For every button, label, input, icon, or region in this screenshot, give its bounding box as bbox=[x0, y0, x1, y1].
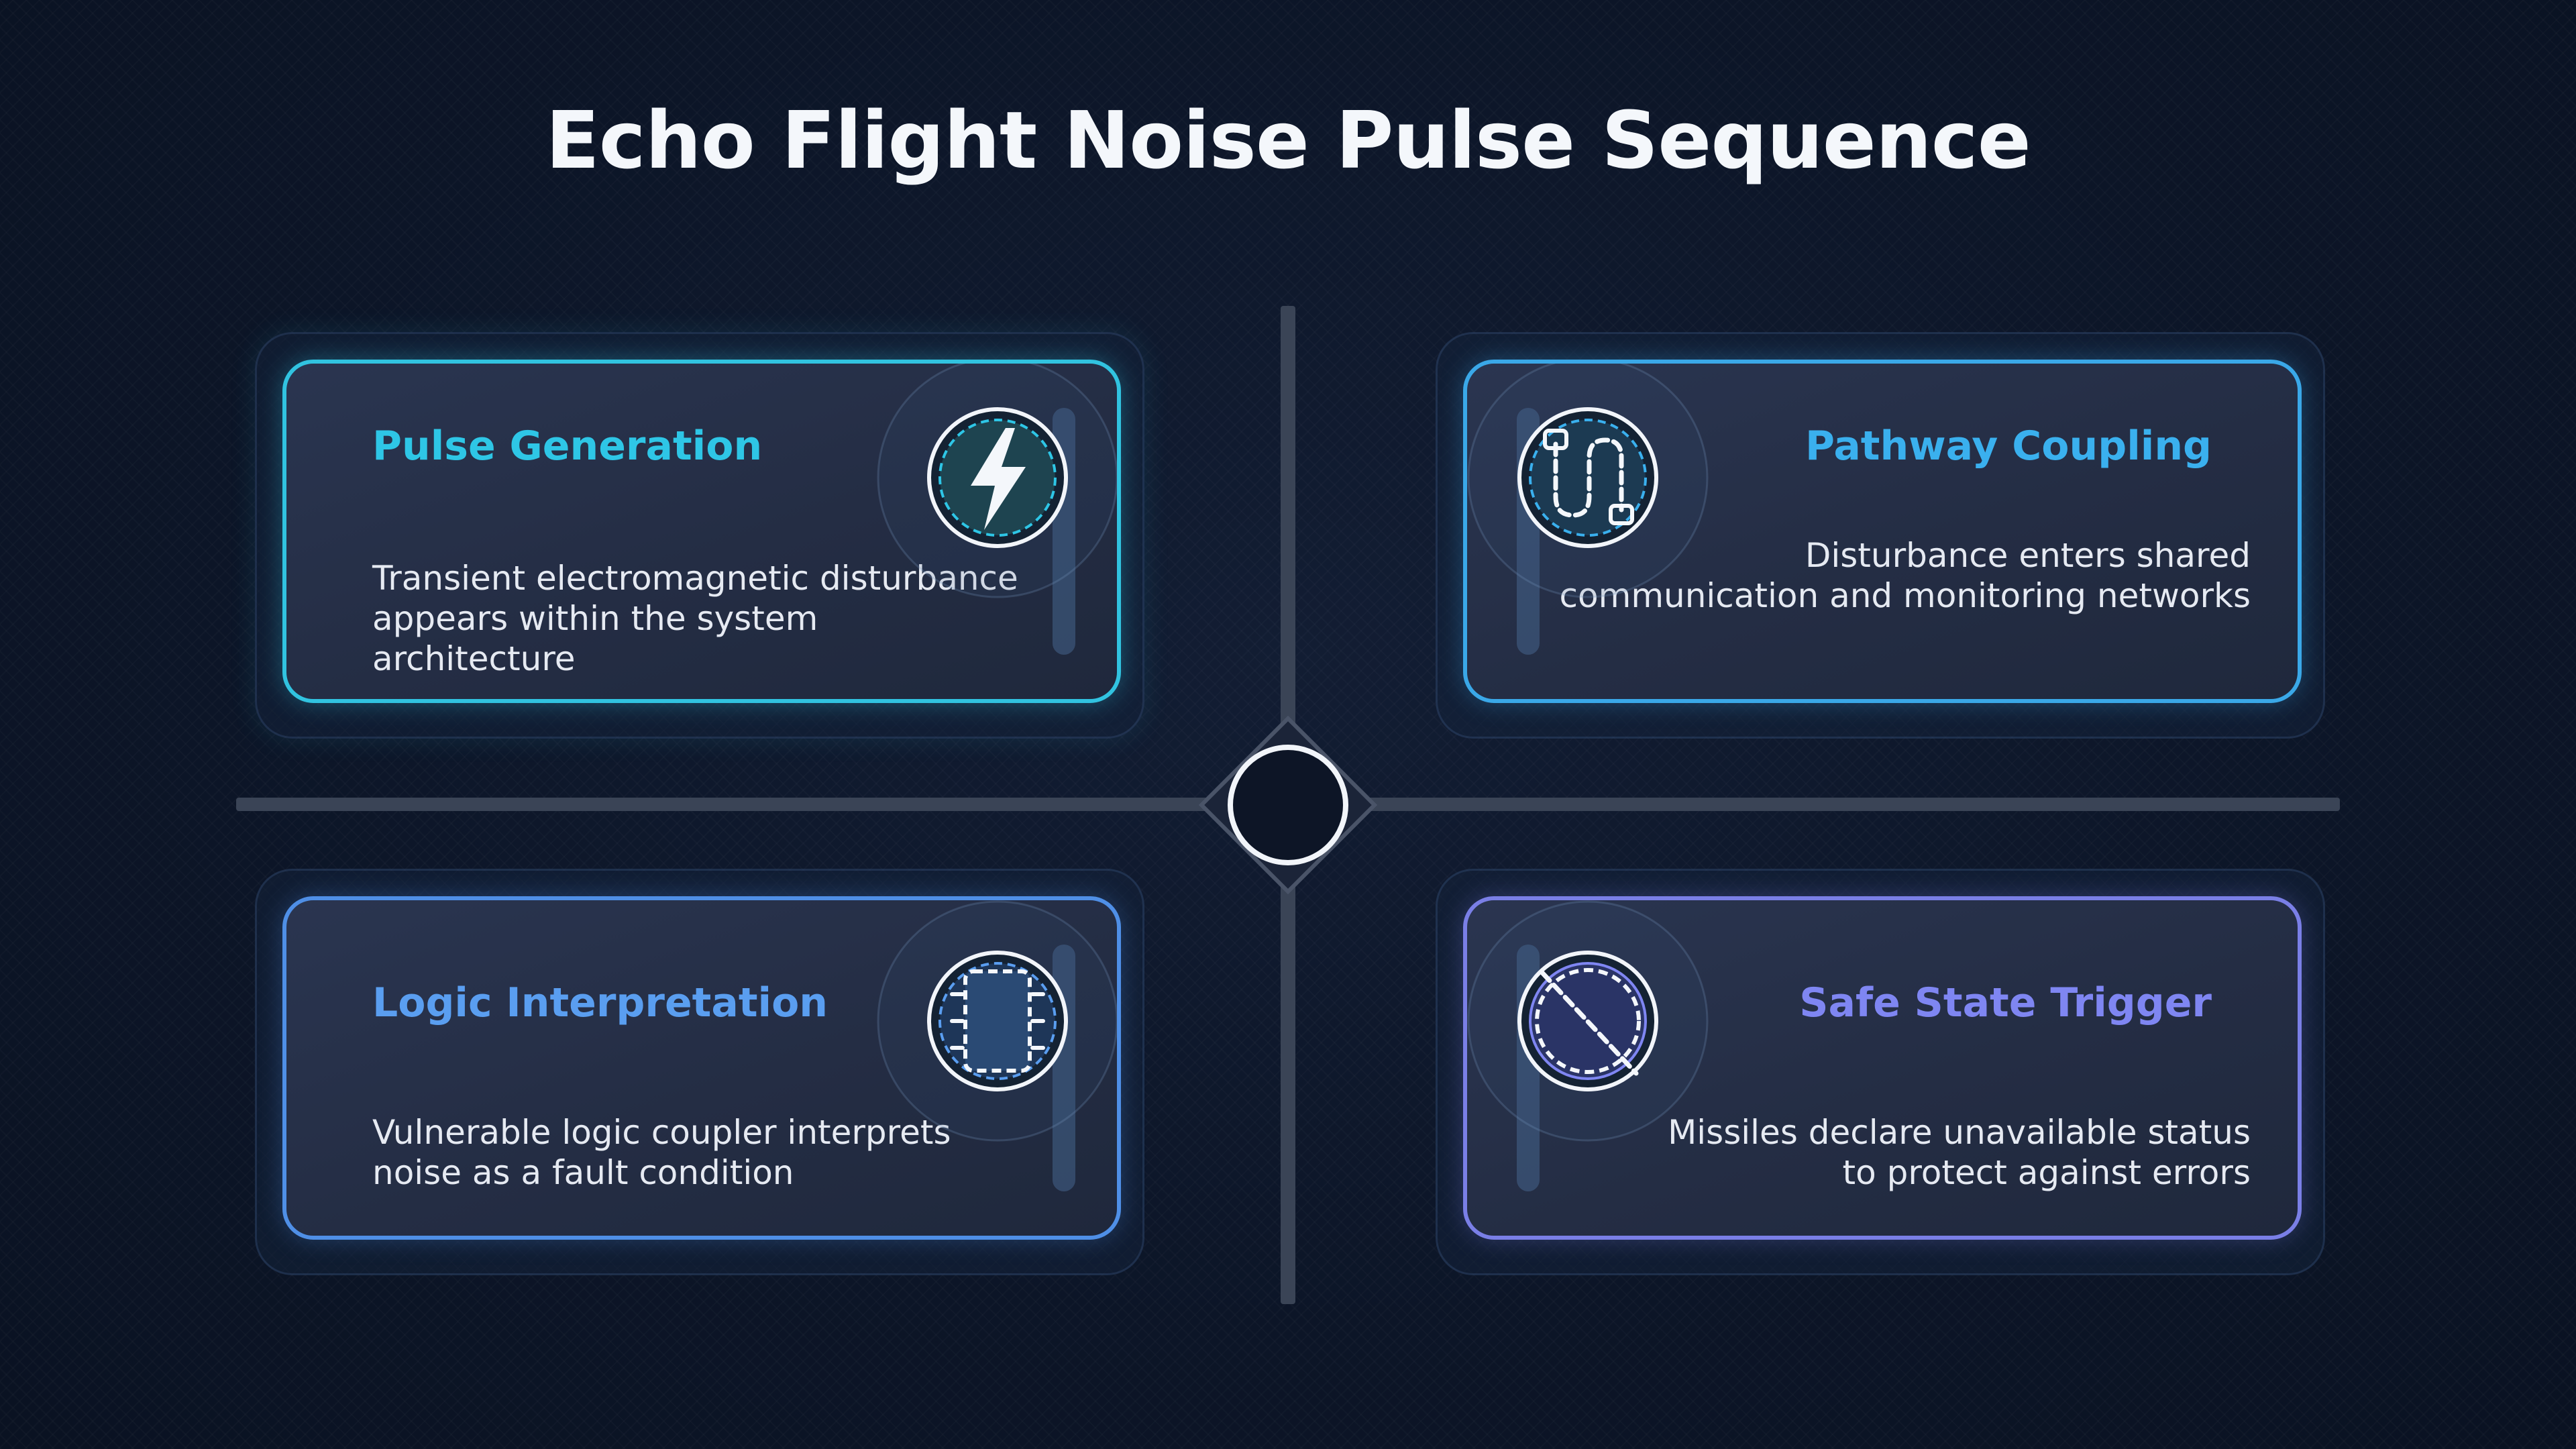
prohibited-icon bbox=[1467, 900, 1709, 1142]
card-title: Logic Interpretation bbox=[372, 979, 828, 1026]
card-title: Safe State Trigger bbox=[1799, 979, 2212, 1026]
card-panel: Pulse Generation Transient electromagnet… bbox=[282, 360, 1121, 703]
card-description: Missiles declare unavailable status to p… bbox=[1668, 1112, 2251, 1193]
card-description: Vulnerable logic coupler interprets nois… bbox=[372, 1112, 951, 1193]
desc-line: communication and monitoring networks bbox=[1559, 576, 2251, 615]
desc-line: to protect against errors bbox=[1842, 1153, 2251, 1192]
desc-line: noise as a fault condition bbox=[372, 1153, 794, 1192]
card-panel: Pathway Coupling Disturbance enters shar… bbox=[1463, 360, 2302, 703]
card-description: Transient electromagnetic disturbance ap… bbox=[372, 558, 1018, 679]
desc-line: architecture bbox=[372, 639, 576, 678]
card-logic-interpretation: Logic Interpretation Vulnerable logic co… bbox=[255, 869, 1144, 1275]
card-title: Pathway Coupling bbox=[1805, 423, 2212, 470]
route-path-icon bbox=[1467, 364, 1709, 598]
card-safe-state-trigger: Safe State Trigger Missiles declare unav… bbox=[1436, 869, 2325, 1275]
card-description: Disturbance enters shared communication … bbox=[1560, 535, 2251, 616]
card-title: Pulse Generation bbox=[372, 423, 763, 470]
microchip-icon bbox=[877, 900, 1117, 1142]
page-title: Echo Flight Noise Pulse Sequence bbox=[545, 94, 2031, 186]
card-panel: Logic Interpretation Vulnerable logic co… bbox=[282, 896, 1121, 1240]
desc-line: Disturbance enters shared bbox=[1805, 536, 2251, 575]
card-pathway-coupling: Pathway Coupling Disturbance enters shar… bbox=[1436, 332, 2325, 739]
desc-line: Transient electromagnetic disturbance bbox=[372, 559, 1018, 598]
desc-line: appears within the system bbox=[372, 599, 818, 638]
lightning-bolt-icon bbox=[877, 364, 1117, 598]
desc-line: Vulnerable logic coupler interprets bbox=[372, 1113, 951, 1152]
center-hub bbox=[1199, 716, 1377, 894]
card-pulse-generation: Pulse Generation Transient electromagnet… bbox=[255, 332, 1144, 739]
card-panel: Safe State Trigger Missiles declare unav… bbox=[1463, 896, 2302, 1240]
desc-line: Missiles declare unavailable status bbox=[1668, 1113, 2251, 1152]
